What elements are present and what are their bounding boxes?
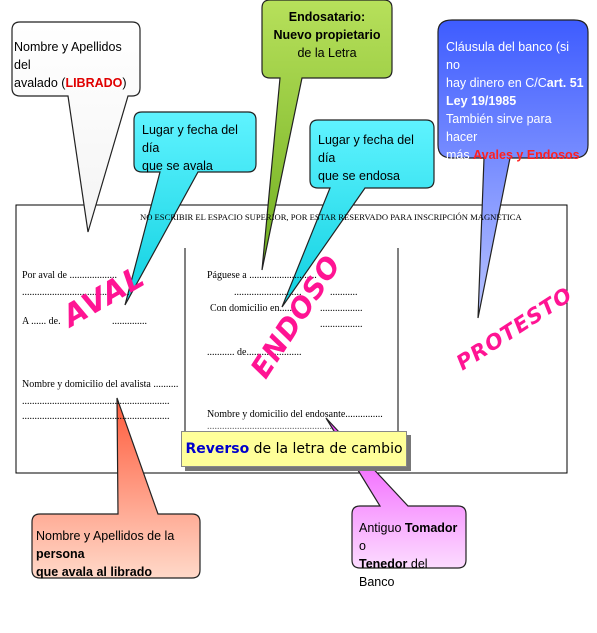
clausula-line2-bold: art. 51: [546, 76, 584, 90]
a-de-dots: ..............: [112, 316, 147, 327]
clausula-line3: Ley 19/1985: [446, 94, 517, 108]
endoso-de-line: ........... de......................: [207, 347, 302, 358]
callout-avalado-line2: avalado (LIBRADO): [14, 74, 138, 92]
callout-tomador: Antiguo Tomador o Tenedor del Banco: [359, 519, 465, 591]
tomador-suffix: o: [359, 539, 366, 553]
aval-dots-3: ........................................…: [22, 411, 170, 422]
clausula-line5-prefix: más: [446, 148, 474, 162]
persona-line2: que avala al librado: [36, 565, 153, 579]
endosatario-line1: Endosatario:: [288, 10, 366, 24]
reverso-rest: de la letra de cambio: [249, 441, 403, 457]
paguese-dots: ...........................: [234, 287, 302, 298]
a-de-line: A ...... de.: [22, 316, 61, 327]
persona-prefix: Nombre y Apellidos de la: [36, 529, 175, 543]
callout-avalado: Nombre y Apellidos del avalado (LIBRADO): [14, 38, 138, 92]
persona-bold: persona: [36, 547, 85, 561]
endosatario-line3: de la Letra: [297, 46, 357, 60]
endosatario-line2: Nuevo propietario: [273, 28, 381, 42]
domicilio-dots: .................: [320, 303, 363, 314]
callout-persona: Nombre y Apellidos de la persona que ava…: [36, 527, 200, 581]
tomador-line1: Antiguo Tomador o: [359, 519, 465, 555]
tomador-prefix: Antiguo: [359, 521, 405, 535]
tomador-line2: Tenedor del Banco: [359, 555, 465, 591]
callout-tomador-shape: [325, 417, 467, 569]
reverso-bold: Reverso: [185, 441, 250, 457]
callout-clausula: Cláusula del banco (si no hay dinero en …: [446, 38, 586, 164]
nombre-avalista-line: Nombre y domicilio del avalista ........…: [22, 379, 179, 390]
avalado-librado: LIBRADO: [65, 76, 123, 90]
aval-dots-2: ........................................…: [22, 396, 170, 407]
nombre-endosante-line: Nombre y domicilio del endosante........…: [207, 409, 383, 420]
tomador-bold: Tomador: [404, 521, 458, 535]
lugar-aval-line1: Lugar y fecha del día: [142, 123, 238, 155]
callout-lugar-endosa-shape: [281, 119, 435, 308]
clausula-line4: También sirve para hacer: [446, 112, 552, 144]
clausula-line5: más Avales y Endosos: [446, 146, 586, 164]
aval-dots-1: ........................................…: [22, 287, 130, 298]
avalado-prefix: avalado (: [14, 76, 66, 90]
clausula-line5-red: Avales y Endosos: [473, 148, 580, 162]
reverso-caption: Reverso de la letra de cambio: [181, 431, 407, 467]
por-aval-line: Por aval de ...................: [22, 270, 117, 281]
callout-avalado-line1: Nombre y Apellidos del: [14, 40, 122, 72]
clausula-line1: Cláusula del banco (si no: [446, 40, 569, 72]
clausula-line2-prefix: hay dinero en C/C: [446, 76, 547, 90]
top-notice: NO ESCRIBIR EL ESPACIO SUPERIOR, POR EST…: [140, 212, 522, 222]
callout-endosatario-shape: [261, 0, 393, 271]
lugar-endosa-line1: Lugar y fecha del día: [318, 133, 414, 165]
clausula-line2: hay dinero en C/Cart. 51: [446, 74, 586, 92]
endosante-dots: ........................................…: [207, 421, 332, 432]
persona-line1: Nombre y Apellidos de la persona: [36, 527, 200, 563]
callout-clausula-shape: [437, 19, 589, 319]
callout-lugar-aval: Lugar y fecha del día que se avala: [142, 121, 254, 175]
lugar-endosa-line2: que se endosa: [318, 169, 401, 183]
domicilio-dots-2: .................: [320, 319, 363, 330]
callout-avalado-shape: [11, 21, 141, 233]
callout-lugar-aval-shape: [124, 111, 257, 306]
tenedor-bold: Tenedor: [359, 557, 408, 571]
callout-persona-shape: [31, 397, 201, 579]
avalado-suffix: ): [122, 76, 127, 90]
lugar-aval-line2: que se avala: [142, 159, 213, 173]
paguese-dots-2: ...........: [330, 287, 358, 298]
paguese-line: Páguese a ...........................: [207, 270, 317, 281]
document-frame: [15, 204, 568, 474]
con-domicilio-line: Con domicilio en.......: [210, 303, 297, 314]
callout-lugar-endosa: Lugar y fecha del día que se endosa: [318, 131, 432, 185]
tenedor-suffix: del Banco: [359, 557, 428, 589]
callout-endosatario: Endosatario: Nuevo propietario de la Let…: [262, 8, 392, 62]
